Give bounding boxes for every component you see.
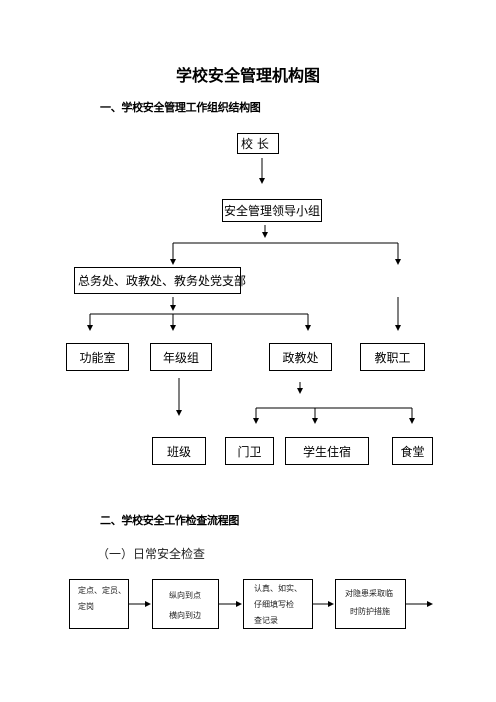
flow-step-2: 纵向到点 横向到边: [152, 579, 219, 629]
function-room-box: 功能室: [66, 343, 129, 371]
class-box: 班级: [152, 437, 206, 465]
leading-group-box: 安全管理领导小组: [222, 199, 322, 222]
canteen-box: 食堂: [392, 437, 433, 465]
dormitory-box: 学生住宿: [285, 437, 369, 465]
flow-step-2-line-2: 横向到边: [169, 611, 201, 620]
flow-step-1: 定点、定员、 定岗: [69, 579, 129, 629]
grade-group-box: 年级组: [150, 343, 212, 371]
flow-step-2-line-1: 纵向到点: [169, 591, 201, 600]
principal-box: 校 长: [237, 133, 279, 154]
gate-guard-box: 门卫: [225, 437, 274, 465]
flow-step-1-line-2: 定岗: [78, 602, 94, 611]
flow-step-3: 认真、如实、 仔细填写检 查记录: [243, 579, 313, 629]
flow-step-3-line-3: 查记录: [254, 616, 278, 625]
page-title: 学校安全管理机构图: [175, 66, 320, 85]
staff-box: 教职工: [360, 343, 425, 371]
flow-step-3-line-1: 认真、如实、: [254, 584, 302, 593]
flow-step-4: 对隐患采取临 时防护措施: [335, 579, 406, 629]
flow-step-1-line-1: 定点、定员、: [78, 586, 126, 595]
section2-subheading: （一）日常安全检查: [97, 547, 206, 561]
section1-heading: 一、学校安全管理工作组织结构图: [100, 101, 261, 114]
political-office-box: 政教处: [269, 343, 332, 371]
flow-step-4-line-2: 时防护措施: [350, 607, 390, 616]
section2-heading: 二、学校安全工作检查流程图: [100, 514, 240, 527]
offices-box: 总务处、政教处、教务处党支部: [74, 267, 246, 294]
flow-step-3-line-2: 仔细填写检: [254, 600, 294, 609]
flow-step-4-line-1: 对隐患采取临: [345, 589, 393, 598]
